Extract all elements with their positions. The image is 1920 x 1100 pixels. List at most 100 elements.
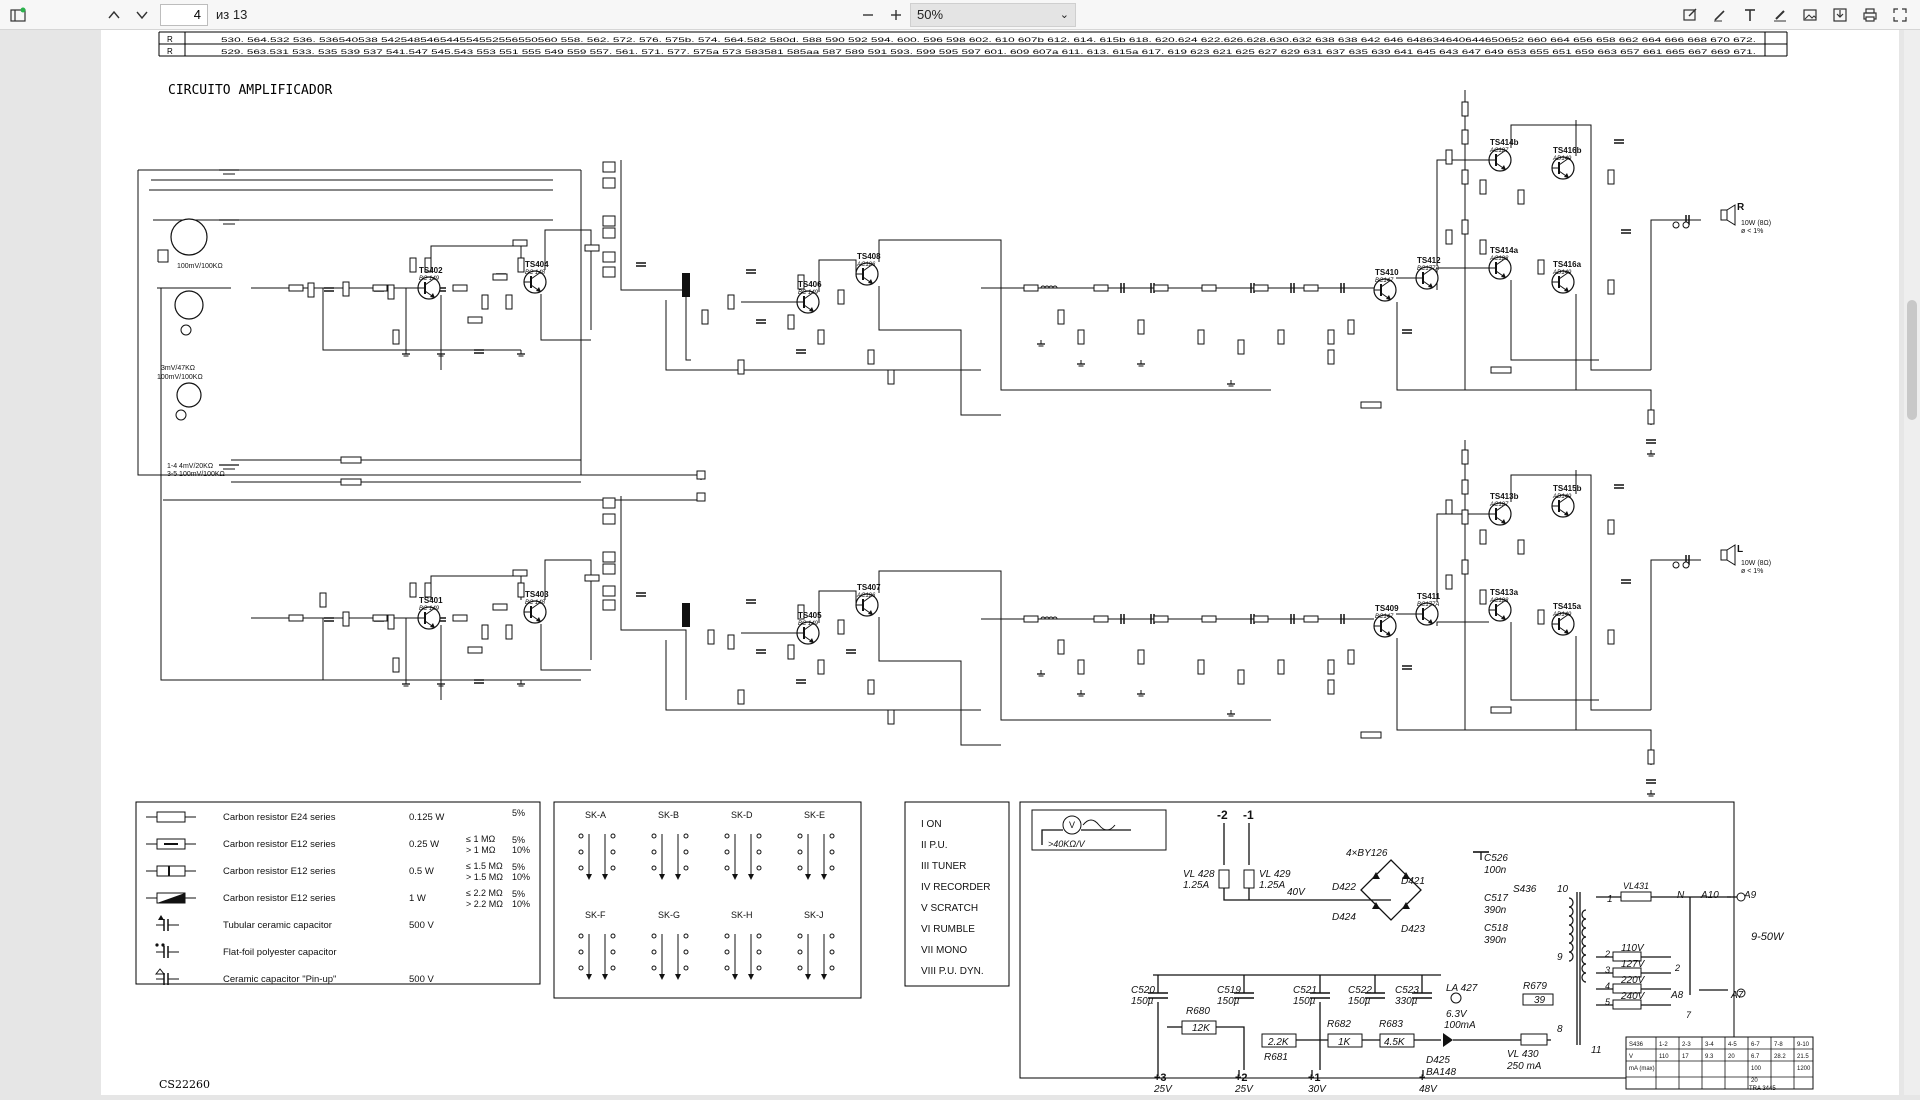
wire — [1510, 622, 1599, 701]
switch-box — [553, 801, 862, 999]
vl428-label: VL 428 — [1183, 869, 1215, 880]
switch-terminal — [756, 949, 762, 955]
transistor-label: TS401 — [419, 596, 443, 605]
print-icon[interactable] — [1856, 2, 1884, 28]
resistor — [467, 646, 483, 654]
switch-label: SK-B — [658, 810, 679, 820]
transistor — [1415, 266, 1439, 290]
sidebar-toggle-icon[interactable] — [4, 2, 32, 28]
psu-cap-label: C523 — [1395, 985, 1419, 996]
switch-terminal — [610, 965, 616, 971]
psu-table-cell: 20 — [1751, 1078, 1758, 1084]
transistor-arrow — [1564, 511, 1569, 516]
vl428-value: 1.25A — [1183, 880, 1209, 891]
legend-dot — [155, 943, 159, 947]
switch-terminal — [797, 833, 803, 839]
transistor-arrow — [536, 617, 541, 622]
save-icon[interactable] — [1826, 2, 1854, 28]
vertical-scrollbar[interactable] — [1904, 30, 1920, 1095]
next-page-button[interactable] — [128, 2, 156, 28]
chevron-down-icon: ⌄ — [1059, 9, 1069, 21]
vl429-value: 1.25A — [1259, 880, 1285, 891]
edit-text-icon[interactable] — [1676, 2, 1704, 28]
vl430-value: 250 mA — [1506, 1061, 1542, 1072]
highlight-icon[interactable] — [1766, 2, 1794, 28]
legend-desc: Carbon resistor E12 series — [223, 866, 336, 877]
transformer-winding — [1581, 918, 1587, 929]
function-item: VIII P.U. DYN. — [921, 966, 984, 977]
zoom-select[interactable]: 50% ⌄ — [910, 3, 1076, 27]
switch-arrow — [602, 874, 608, 880]
psu-output-value: 25V — [1153, 1084, 1173, 1095]
switch-arrow — [675, 974, 681, 980]
switch-contact-icon — [602, 585, 616, 597]
transistor-arrow — [1564, 629, 1569, 634]
psu-table-cell: 7-8 — [1774, 1042, 1783, 1048]
resistor — [817, 659, 825, 675]
legend-range: > 1.5 MΩ — [466, 872, 503, 882]
transistor-arrow — [1564, 287, 1569, 292]
transistor-lead — [803, 622, 815, 631]
transistor — [417, 606, 441, 630]
resistor — [340, 456, 362, 464]
function-item: III TUNER — [921, 861, 966, 872]
zoom-in-button[interactable] — [882, 2, 910, 28]
image-insert-icon[interactable] — [1796, 2, 1824, 28]
resistor — [1277, 329, 1285, 345]
scroll-thumb[interactable] — [1907, 300, 1917, 420]
bridge-rectifier-icon — [1360, 859, 1422, 921]
wire — [544, 559, 592, 660]
input-spec: 100mV/100KΩ — [177, 263, 223, 270]
draw-pen-icon[interactable] — [1706, 2, 1734, 28]
function-box — [904, 801, 1010, 987]
zoom-out-button[interactable] — [854, 2, 882, 28]
speaker-spec: ø < 1% — [1741, 568, 1763, 575]
psu-table-cell: 100 — [1751, 1066, 1762, 1072]
a9-label: A9 — [1743, 890, 1757, 901]
d423-label: D423 — [1401, 924, 1425, 935]
transistor — [1488, 598, 1512, 622]
page-number-input[interactable]: 4 — [160, 3, 208, 26]
transformer-winding — [1568, 942, 1574, 953]
prev-page-button[interactable] — [100, 2, 128, 28]
transistor-arrow — [809, 307, 814, 312]
wire — [1396, 638, 1601, 731]
switch-terminal — [797, 865, 803, 871]
pdf-page: R R 530. 564.532 536. 536540538 54254854… — [101, 30, 1899, 1095]
switch-arrow — [659, 874, 665, 880]
resistor — [1253, 615, 1269, 623]
resistor — [1537, 259, 1545, 275]
resistor — [452, 614, 468, 622]
resistor — [1201, 284, 1217, 292]
diode-icon — [1372, 872, 1380, 879]
resistor — [387, 614, 395, 630]
tap-voltage: 240V — [1620, 991, 1646, 1002]
legend-tolerance: 5% — [512, 889, 525, 899]
psu-table-cell: mA (max) — [1629, 1066, 1655, 1072]
wire — [1601, 389, 1652, 425]
fullscreen-icon[interactable] — [1886, 2, 1914, 28]
transistor-label: TS414a — [1490, 246, 1519, 255]
resistor — [481, 624, 489, 640]
text-tool-icon[interactable] — [1736, 2, 1764, 28]
tap-number: 3 — [1605, 965, 1610, 975]
document-viewer[interactable]: R R 530. 564.532 536. 536540538 54254854… — [0, 30, 1920, 1095]
transistor-label: TS406 — [798, 280, 822, 289]
speaker-spec: 10W (8Ω) — [1741, 560, 1771, 567]
transistor-label: TS408 — [857, 252, 881, 261]
wire — [818, 259, 857, 292]
transistor — [1415, 602, 1439, 626]
wire — [878, 286, 1001, 416]
switch-contact-icon — [602, 161, 616, 173]
transistor-type: AD149 — [1552, 612, 1572, 618]
switch-terminal — [724, 949, 730, 955]
resistor — [1607, 169, 1615, 185]
legend-power: 0.25 W — [409, 839, 439, 850]
resistor — [1077, 329, 1085, 345]
wire — [1396, 302, 1601, 391]
diode-icon — [1372, 902, 1380, 909]
input-spec: 3-5 100mV/100KΩ — [167, 471, 225, 478]
